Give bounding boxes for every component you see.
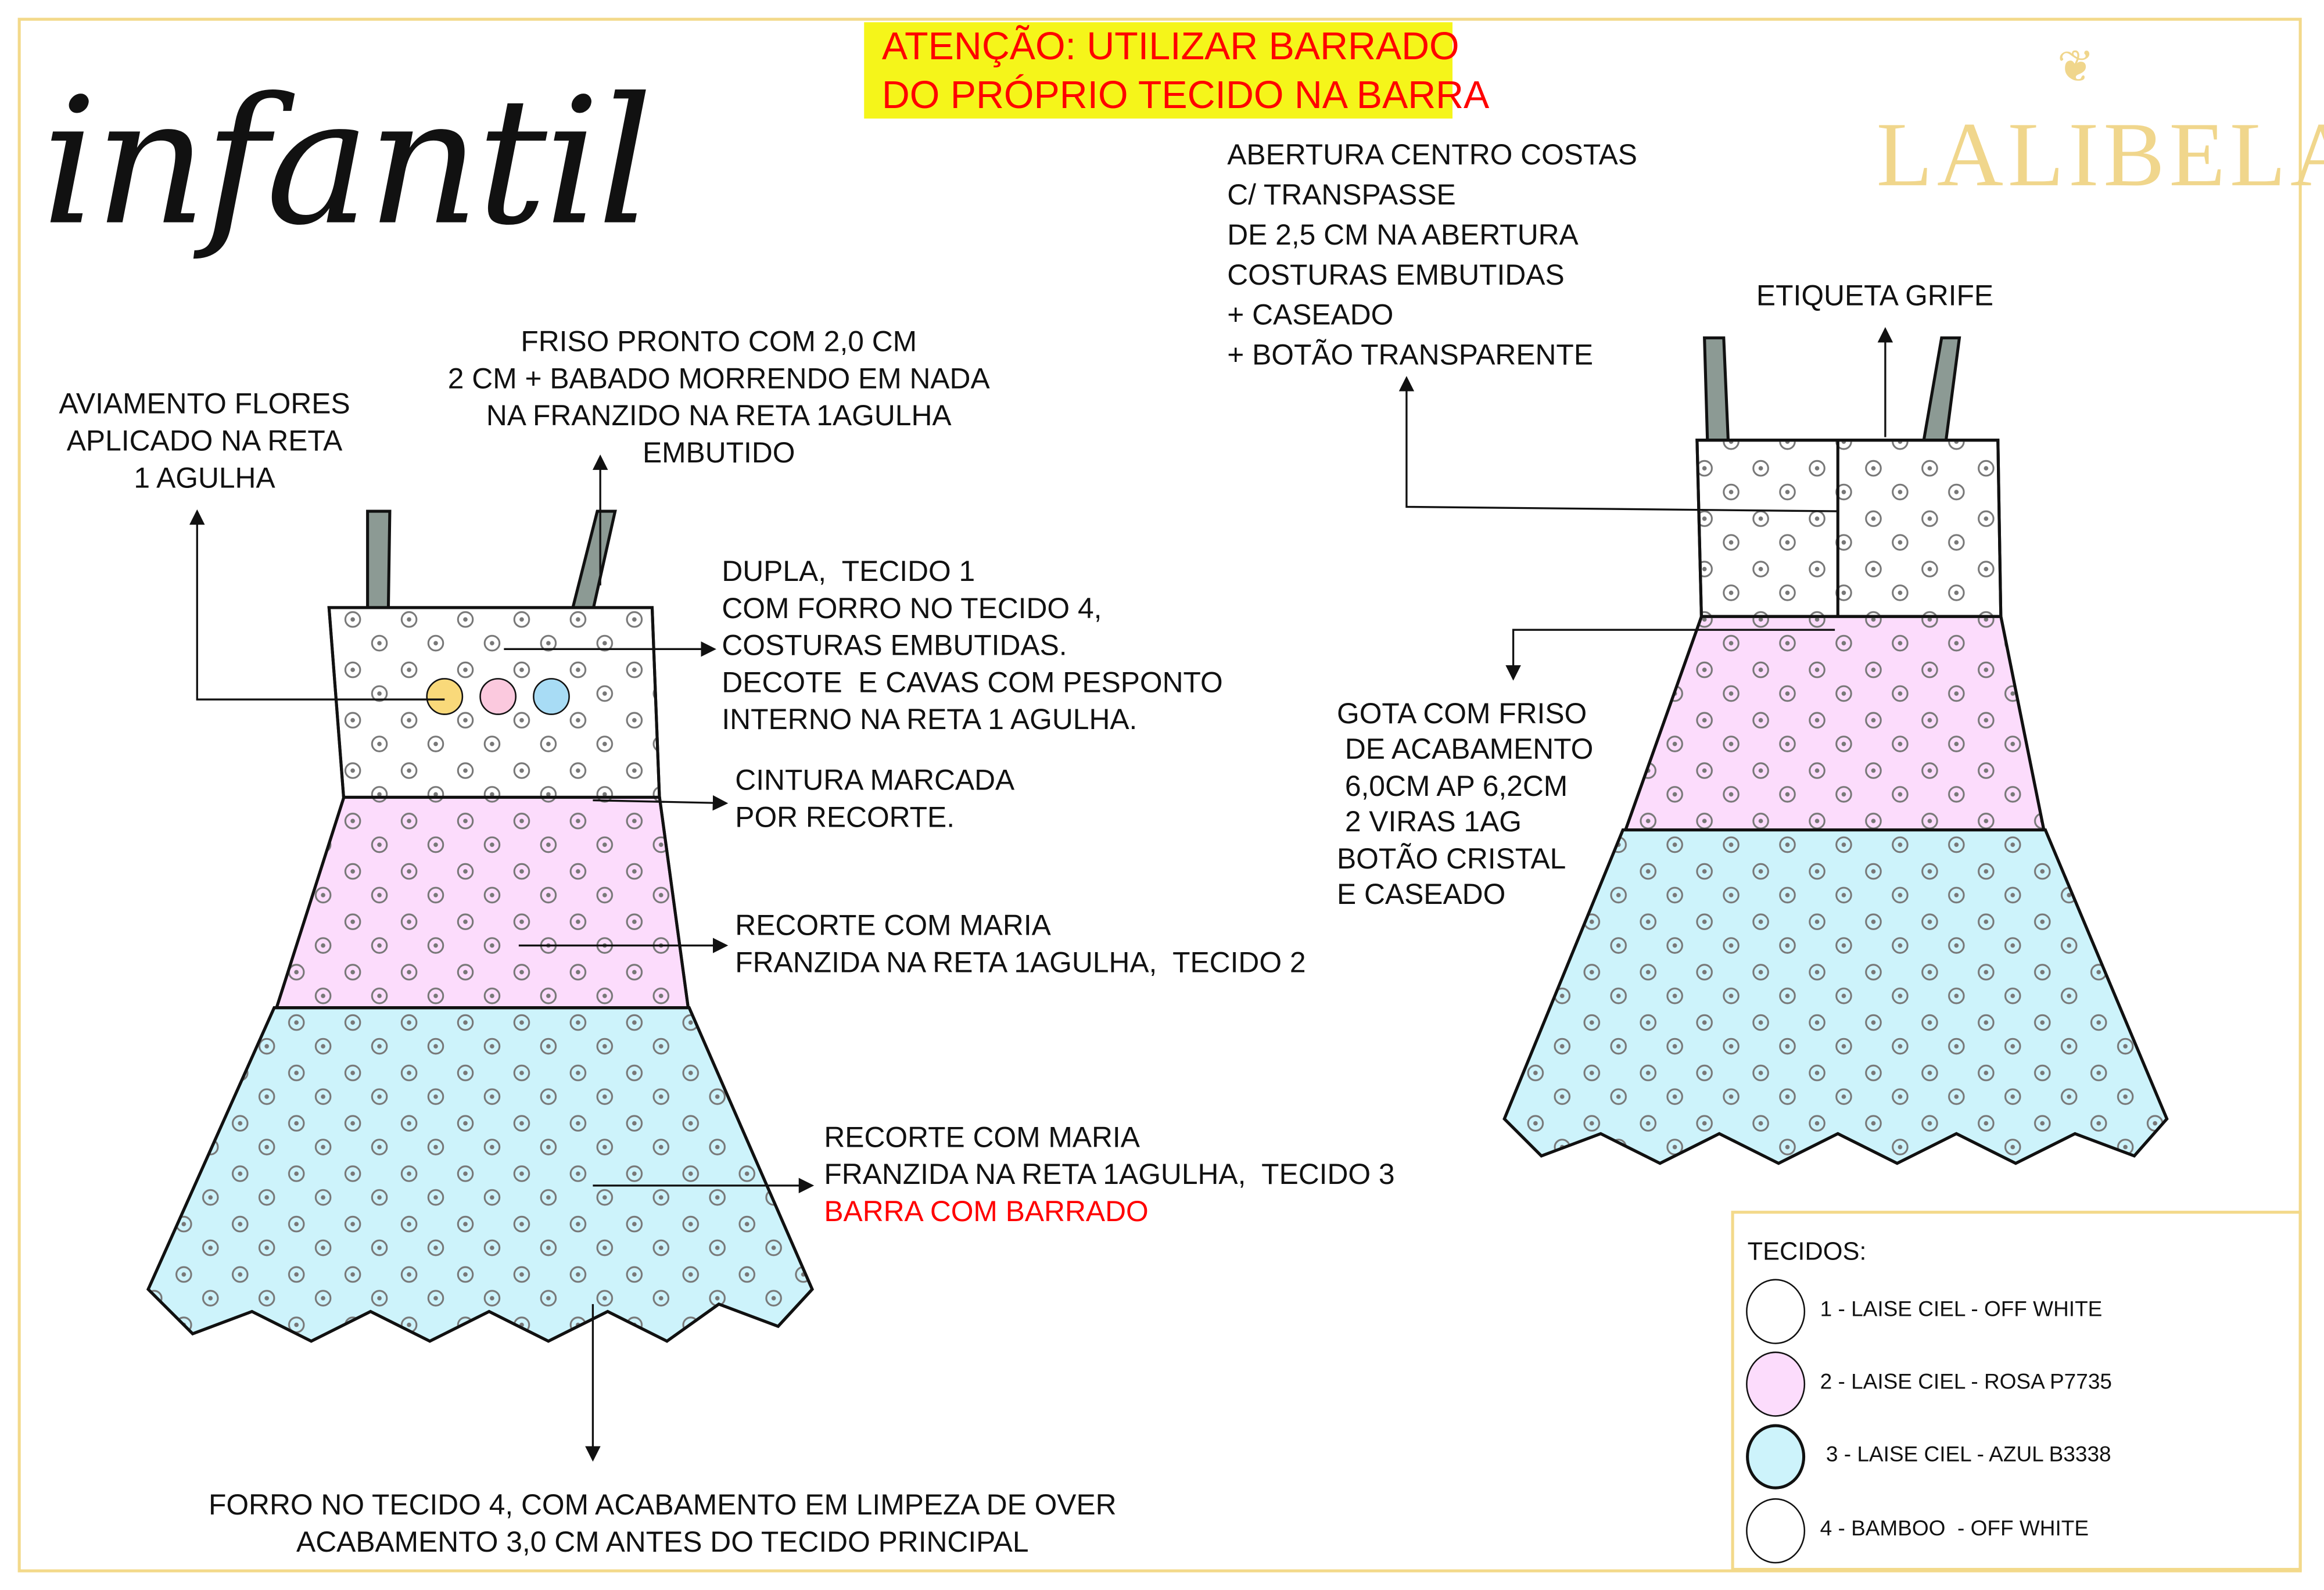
fabric-legend: TECIDOS: 1 - LAISE CIEL - OFF WHITE 2 - … [1731,1211,2302,1571]
note-aviamento: AVIAMENTO FLORES APLICADO NA RETA 1 AGUL… [59,388,350,496]
note-friso: FRISO PRONTO COM 2,0 CM 2 CM + BABADO MO… [447,326,990,470]
note-dupla: DUPLA, TECIDO 1 COM FORRO NO TECIDO 4, C… [722,555,1223,737]
note-cintura: CINTURA MARCADA POR RECORTE. [735,765,1015,835]
swatch-rosa [1746,1351,1806,1417]
swatch-azul [1746,1424,1806,1489]
note-barra: BARRA COM BARRADO [824,1196,1149,1229]
note-recorte-tecido-2: RECORTE COM MARIA FRANZIDA NA RETA 1AGUL… [735,910,1306,980]
note-recorte-tecido-3: RECORTE COM MARIA FRANZIDA NA RETA 1AGUL… [824,1122,1395,1192]
note-abertura: ABERTURA CENTRO COSTAS C/ TRANSPASSE DE … [1227,139,1637,372]
bee-icon: ❦ [2057,42,2095,92]
note-etiqueta: ETIQUETA GRIFE [1756,280,1994,313]
legend-label: 2 - LAISE CIEL - ROSA P7735 [1820,1370,2112,1395]
swatch-off-white [1746,1279,1806,1344]
legend-label: 1 - LAISE CIEL - OFF WHITE [1820,1298,2103,1322]
brand-logo: LALIBELA [1876,105,2324,206]
callout-arrows [189,327,1893,1462]
legend-label: 3 - LAISE CIEL - AZUL B3338 [1820,1443,2111,1467]
back-dress [1502,336,2169,1165]
note-gota: GOTA COM FRISO DE ACABAMENTO 6,0CM AP 6,… [1337,698,1594,911]
page-frame [17,17,2302,1573]
warning-banner: ATENÇÃO: UTILIZAR BARRADO DO PRÓPRIO TEC… [864,22,1489,119]
front-dress [146,509,814,1343]
legend-title: TECIDOS: [1747,1237,1867,1266]
legend-label: 4 - BAMBOO - OFF WHITE [1820,1517,2089,1542]
note-forro: FORRO NO TECIDO 4, COM ACABAMENTO EM LIM… [208,1489,1117,1559]
swatch-bamboo [1746,1498,1806,1564]
title-script: infantil [41,59,653,264]
